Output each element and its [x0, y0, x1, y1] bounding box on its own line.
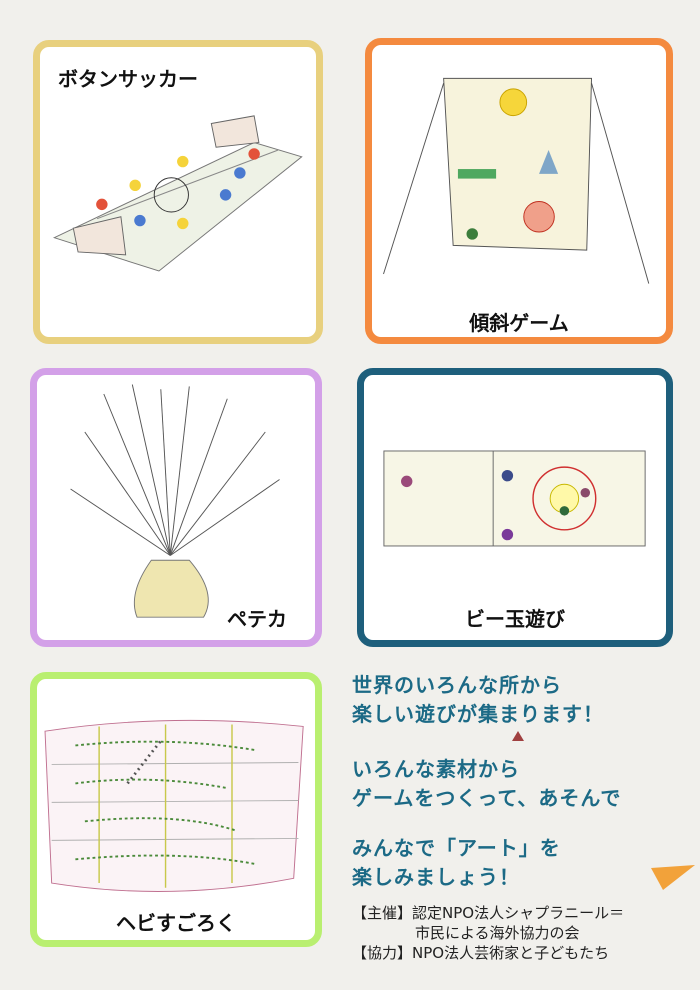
organizer-label: 【主催】 — [352, 904, 413, 922]
button-soccer-illustration — [52, 115, 303, 272]
organizer-name: 認定NPO法人シャプラニール＝ — [412, 904, 625, 922]
card-peteca: ペテカ — [30, 368, 322, 647]
message-line: 楽しみましょう！ — [352, 865, 520, 889]
card-title: ビー玉遊び — [465, 607, 565, 631]
cooperation-label: 【協力】 — [352, 944, 413, 962]
snake-sugoroku-illustration — [44, 719, 304, 892]
message-line: みんなで「アート」を — [352, 836, 561, 860]
cooperation-name: NPO法人芸術家と子どもたち — [412, 944, 610, 962]
tilt-game-illustration — [383, 77, 650, 284]
message-line: いろんな素材から — [352, 757, 520, 781]
card-marble-game: ビー玉遊び — [357, 368, 673, 647]
card-tilt-game: 傾斜ゲーム — [365, 38, 673, 344]
card-button-soccer: ボタンサッカー — [33, 40, 323, 344]
card-snake-sugoroku: ヘビすごろく — [30, 672, 322, 947]
message-line: ゲームをつくって、あそんで — [352, 786, 622, 810]
decorative-orange-triangle — [651, 865, 695, 890]
message-block-3: みんなで「アート」を 楽しみましょう！ — [352, 834, 561, 892]
marble-game-illustration — [383, 450, 646, 547]
card-title: ペテカ — [227, 607, 287, 631]
message-line: 世界のいろんな所から — [352, 673, 562, 697]
card-title: 傾斜ゲーム — [469, 311, 569, 335]
message-line: 楽しい遊びが集まります！ — [352, 702, 604, 726]
peteca-illustration — [70, 384, 280, 618]
organizer-name-cont: 市民による海外協力の会 — [415, 924, 580, 942]
card-title: ボタンサッカー — [58, 67, 198, 91]
message-block-1: 世界のいろんな所から 楽しい遊びが集まります！ — [352, 671, 604, 729]
decorative-red-triangle — [512, 731, 524, 741]
card-title: ヘビすごろく — [116, 911, 236, 935]
message-block-2: いろんな素材から ゲームをつくって、あそんで — [352, 755, 621, 813]
credits: 【主催】認定NPO法人シャプラニール＝ 市民による海外協力の会 【協力】NPO法… — [352, 903, 624, 963]
